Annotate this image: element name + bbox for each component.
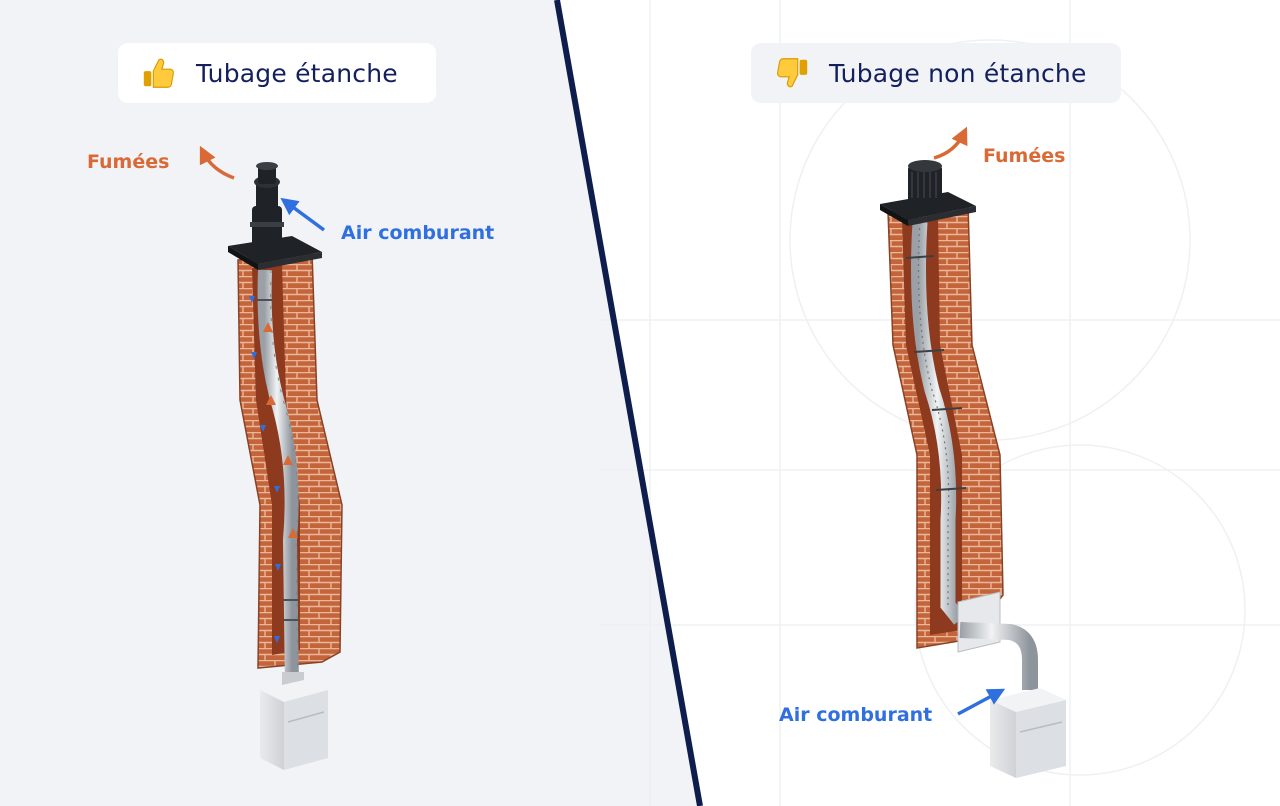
left-panel-background: [0, 0, 700, 806]
right-connection-pipe: [959, 622, 1038, 690]
right-panel-grid-decoration: [600, 0, 1280, 806]
left-air-label: Air comburant: [341, 222, 495, 244]
left-smoke-label: Fumées: [87, 151, 170, 173]
right-flue-terminal: [908, 160, 942, 202]
right-wall-plate: [957, 591, 1001, 653]
left-air-intake-arrow: [280, 197, 326, 232]
right-pipe-collars: [905, 255, 967, 491]
thumbs-down-icon: [777, 58, 808, 88]
right-title-pill: Tubage non étanche: [751, 43, 1121, 103]
right-smoke-label: Fumées: [983, 145, 1066, 167]
left-flue-pipe: [257, 269, 299, 691]
right-air-intake-arrow: [957, 688, 1006, 716]
thumbs-up-icon: [143, 58, 174, 88]
left-concentric-terminal: [250, 162, 284, 250]
left-smoke-exit-arrow: [199, 145, 235, 180]
right-title: Tubage non étanche: [829, 58, 1087, 88]
left-pipe-rings: [257, 299, 299, 621]
right-air-label: Air comburant: [779, 704, 933, 726]
left-title-pill: Tubage étanche: [118, 43, 436, 103]
right-boiler: [990, 688, 1066, 778]
right-chimney-illustration: [880, 160, 1066, 778]
left-boiler: [260, 672, 328, 770]
left-air-flow-arrows: [249, 296, 281, 643]
left-title: Tubage étanche: [196, 58, 398, 88]
left-chimney-illustration: [228, 162, 343, 770]
right-chimney-cap-plate: [880, 192, 976, 220]
right-smoke-exit-arrow: [933, 126, 968, 160]
left-smoke-flow-arrows: [263, 322, 298, 538]
panel-divider: [554, 0, 703, 806]
